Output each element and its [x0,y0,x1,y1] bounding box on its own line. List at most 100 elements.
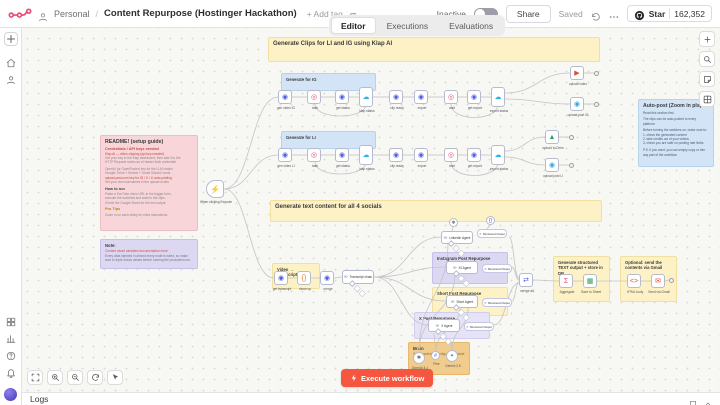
workflow-node[interactable]: ◉get transcript [273,271,291,290]
sticky-title: Optional: send the contents via Gmail [625,260,663,271]
sticky-note[interactable]: Generate Clips for LI and IG using Klap … [268,37,600,62]
workflow-node[interactable]: ☁klap status [359,87,375,112]
workflow-node[interactable]: ≡Structured Output [482,298,512,307]
workflow-node[interactable]: ≡Structured Output [482,264,512,273]
breadcrumb-project[interactable]: Personal [54,8,90,19]
help-icon[interactable] [6,348,16,361]
add-tag-button[interactable]: + Add tag [306,8,343,19]
sticky-title: Brain [413,346,424,351]
workflow-node[interactable]: ✉Send via Gmail [648,274,670,293]
sticky-note[interactable]: README! (setup guide)Credentials / API k… [100,135,198,231]
workflow-node[interactable]: ▲upload to Drive [542,130,564,149]
connection-edge [314,103,367,117]
sticky-text-line: Zoom in on each sticky for extra instruc… [105,212,169,217]
user-avatar[interactable] [4,388,17,401]
connection-edge [373,266,447,278]
sticky-title: Short Post Repurpose [437,291,482,296]
tab-evaluations[interactable]: Evaluations [449,20,494,31]
sticky-note[interactable]: Generate for IG [281,73,376,91]
workflow-node[interactable]: ∞LinkedIn Agent [441,231,473,244]
search-button[interactable] [699,51,715,67]
zoom-in-button[interactable] [47,370,63,385]
tab-editor[interactable]: Editor [331,17,376,34]
workflow-node[interactable]: ◎wait [444,148,458,167]
workflow-node[interactable]: ◉gen video IG [277,90,295,109]
workflow-title[interactable]: Content Repurpose (Hostinger Hackathon) [104,8,297,19]
workflow-node[interactable]: <>HTML body [627,274,643,293]
workflow-node[interactable]: ∞IG Agent [446,261,478,274]
sticky-note[interactable]: Auto-post (Zoom in pls)Read this section… [638,99,714,167]
sticky-note[interactable]: Generate text content for all 4 socials [270,200,602,222]
chat-icon[interactable] [689,395,697,405]
execute-workflow-button[interactable]: Execute workflow [341,369,434,387]
share-button[interactable]: Share [505,4,551,23]
undo-button[interactable] [87,370,103,385]
connection-endpoint [669,278,674,283]
tidy-up-button[interactable] [107,370,123,385]
workflow-node[interactable]: ✦Gemini 2.5 [445,350,461,367]
add-node-button[interactable] [699,31,715,47]
trigger-node[interactable]: ⚡When clicking Execute [200,180,232,203]
add-sticky-button[interactable] [699,71,715,87]
workflow-node[interactable]: ◉get status [335,148,350,167]
connection-edge [373,276,447,302]
workflow-node[interactable]: ≡Structured Output [464,322,494,331]
zoom-out-button[interactable] [67,370,83,385]
sticky-note[interactable]: Note:Content about variables documentati… [100,239,198,269]
github-icon [634,8,645,21]
workflow-node[interactable]: ◉export [414,148,428,167]
breadcrumb-separator: / [95,8,99,19]
sticky-title: README! (setup guide) [105,139,164,145]
workflow-node[interactable]: ≡Structured Output [477,229,507,238]
workflow-node[interactable]: ◉clip ready [389,148,404,167]
workflow-node[interactable]: ◉export [414,90,428,109]
templates-icon[interactable] [6,314,16,327]
workflow-node[interactable]: {}clean up [297,271,311,290]
layout-button[interactable] [699,91,715,107]
workflow-node[interactable]: ◉merge [320,271,334,290]
workflow-node[interactable]: ◉get status [335,90,350,109]
workflow-node[interactable]: ∞Short Agent [446,295,478,308]
workflow-node[interactable]: ◉clip ready [389,90,404,109]
workflow-node[interactable]: ◉get export [467,90,482,109]
workflow-node[interactable]: ▶upload video [569,66,587,85]
workflow-node[interactable]: ◉upload post IG [568,97,588,116]
workflow-node[interactable]: ∞X Agent [428,319,460,332]
insights-icon[interactable] [6,331,16,343]
workflow-node[interactable]: ☁export status [490,145,508,170]
github-star-button[interactable]: Star 162,352 [626,5,712,22]
node-inner-label: X Agent [441,323,453,328]
workflow-node[interactable]: ◎task [307,148,321,167]
new-workflow-button[interactable] [3,32,18,46]
personal-icon[interactable] [6,72,16,85]
sticky-note[interactable]: Generate for LI [281,131,376,149]
workflow-node[interactable]: ◉gen video LI [277,148,295,167]
workflow-node[interactable]: ◉upload post LI [543,158,563,177]
workflow-node[interactable]: ◎task [307,90,321,109]
workflow-node[interactable]: ◎wait [444,90,458,109]
workflow-node[interactable]: ✱OpenAI 4.1 [412,352,428,369]
node-icon: <> [629,277,639,285]
logs-bar[interactable]: Logs [22,392,720,405]
workflow-node[interactable]: {} [486,216,495,225]
home-icon[interactable] [6,55,16,68]
workflow-node[interactable]: ⇄merge all [519,273,534,292]
more-options-icon[interactable] [609,9,619,19]
sticky-text-line: Set your own usernames in the upload nod… [105,180,169,184]
history-icon[interactable] [591,9,601,21]
workflow-node[interactable]: ▦Save to Sheet [581,274,601,293]
workflow-node[interactable]: ◉get export [467,148,482,167]
workflow-node[interactable]: ☁klap status [359,145,375,170]
lightning-icon [350,374,358,382]
expand-logs-icon[interactable] [704,395,712,405]
node-icon: ∞ [435,322,440,329]
notifications-bell-icon[interactable] [6,365,16,378]
fit-view-button[interactable] [27,370,43,385]
workflow-node[interactable]: #Pine [431,351,440,365]
tab-executions[interactable]: Executions [386,20,429,31]
workflow-node[interactable]: ☁export status [490,87,508,112]
workflow-node[interactable]: ∞Transcript chain [342,270,374,284]
workflow-node[interactable]: ✱ [449,218,458,227]
